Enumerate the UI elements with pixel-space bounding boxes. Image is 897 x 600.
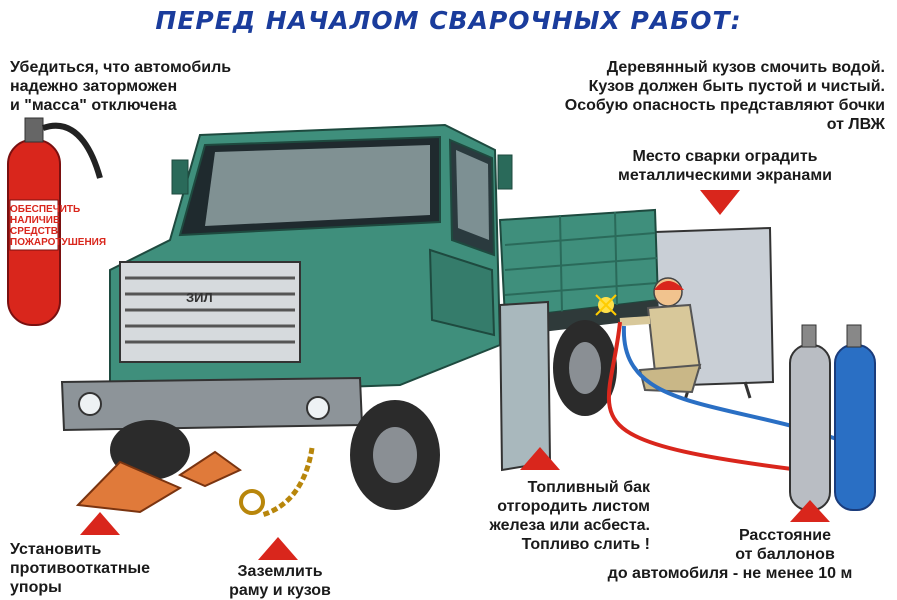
note-tank: Топливный бак отгородить листом железа и… xyxy=(489,479,650,553)
wheel-chock-icon xyxy=(75,450,242,514)
note-extinguisher: ОБЕСПЕЧИТЬ НАЛИЧИЕ СРЕДСТВ ПОЖАРОТУШЕНИЯ xyxy=(10,204,107,248)
fire-extinguisher-icon xyxy=(7,117,103,326)
note-ground: Заземлить раму и кузов xyxy=(229,563,331,599)
truck-badge: ЗИЛ xyxy=(186,290,213,305)
truck-rear-wheel xyxy=(553,320,617,416)
arrow-down-screens-icon xyxy=(700,190,740,215)
note-chocks: Установить противооткатные упоры xyxy=(10,541,151,596)
arrow-up-cylinders-icon xyxy=(790,500,830,522)
note-screens: Место сварки оградить металлическими экр… xyxy=(617,148,832,184)
gas-cylinder-gray-icon xyxy=(789,324,831,511)
truck-bumper xyxy=(60,376,364,432)
welder-worker-icon xyxy=(619,277,702,394)
note-brakes: Убедиться, что автомобиль надежно заторм… xyxy=(10,59,232,114)
page-title: ПЕРЕД НАЧАЛОМ СВАРОЧНЫХ РАБОТ: xyxy=(155,6,742,35)
gas-cylinder-oxygen-icon xyxy=(834,324,876,511)
truck-grille xyxy=(119,261,301,363)
note-cylinders: Расстояние от баллонов до автомобиля - н… xyxy=(607,527,853,582)
headlight-left-icon xyxy=(78,392,102,416)
arrow-up-ground-icon xyxy=(258,537,298,560)
ground-chain-icon xyxy=(239,447,315,518)
arrow-up-tank-icon xyxy=(520,447,560,470)
truck-front-wheel xyxy=(110,400,440,510)
note-body: Деревянный кузов смочить водой. Кузов до… xyxy=(564,59,885,133)
headlight-right-icon xyxy=(306,396,330,420)
fuel-tank-screen xyxy=(498,300,552,472)
welding-spark-icon xyxy=(595,294,617,316)
arrow-up-chocks-icon xyxy=(80,512,120,535)
